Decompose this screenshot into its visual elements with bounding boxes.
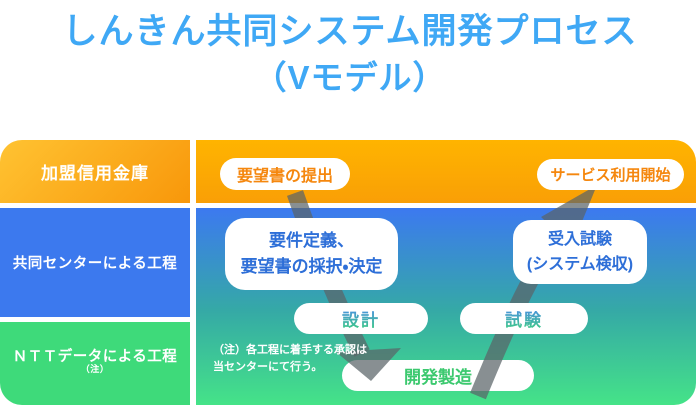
node-acceptance-line1: 受入試験	[547, 231, 612, 248]
node-request-pill: 要望書の提出	[220, 158, 350, 190]
node-service-start-label: サービス利用開始	[550, 167, 671, 184]
node-development-label: 開発製造	[404, 368, 472, 387]
node-acceptance-box: 受入試験 (システム検収)	[513, 220, 647, 284]
lane-label-member-banks-text: 加盟信用金庫	[41, 164, 149, 183]
node-testing-pill: 試験	[460, 303, 588, 334]
node-design-label: 設計	[342, 306, 380, 331]
process-note-line2: 当センターにて行う。	[213, 361, 323, 373]
process-note: （注）各工程に着手する承認は 当センターにて行う。	[213, 342, 388, 376]
process-note-line1: （注）各工程に着手する承認は	[213, 344, 367, 356]
node-requirements-line1: 要件定義、	[269, 231, 354, 250]
page-subtitle: （Vモデル）	[253, 59, 447, 96]
lane-label-shared-center-text: 共同センターによる工程	[12, 256, 178, 272]
node-design-pill: 設計	[294, 303, 428, 334]
page-title: しんきん共同システム開発プロセス	[62, 12, 638, 51]
lane-label-ntt-note-marker: （注）	[80, 364, 110, 375]
node-acceptance-line2: (システム検収)	[526, 256, 634, 273]
node-requirements-line2: 要望書の採択・決定	[240, 257, 383, 276]
lane-label-ntt-data: ＮＴＴデータによる工程（注）	[0, 322, 190, 405]
node-service-start-pill: サービス利用開始	[537, 159, 684, 190]
lane-label-shared-center: 共同センターによる工程	[0, 208, 190, 317]
node-requirements-box: 要件定義、 要望書の採択・決定	[225, 218, 398, 290]
lane-label-member-banks: 加盟信用金庫	[0, 140, 190, 203]
lane-label-ntt-data-text: ＮＴＴデータによる工程（注）	[12, 349, 178, 375]
node-testing-label: 試験	[505, 306, 543, 331]
node-request-label: 要望書の提出	[236, 168, 333, 185]
